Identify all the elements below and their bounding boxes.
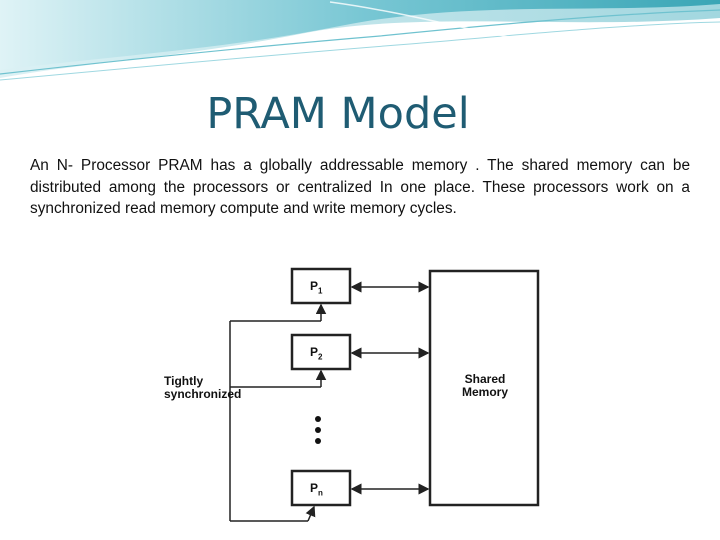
shared-memory-label: Shared Memory — [430, 373, 540, 399]
processor-label-p2: P2 — [310, 345, 323, 362]
processor-label-p1: P1 — [310, 279, 323, 296]
body-paragraph: An N- Processor PRAM has a globally addr… — [30, 157, 690, 217]
shared-memory-label-line2: Memory — [461, 385, 508, 399]
banner-line-1 — [0, 9, 720, 75]
processor-box-p2 — [290, 333, 352, 371]
banner-line-2 — [0, 21, 720, 81]
banner-line-3 — [329, 1, 720, 46]
slide-title: PRAM Model — [206, 89, 470, 139]
sync-label: Tightly synchronized — [164, 375, 241, 401]
decorative-banner — [0, 0, 720, 81]
processor-box-pn — [290, 469, 352, 507]
diagram-drawing — [229, 267, 540, 522]
shared-memory-label-line1: Shared — [464, 372, 506, 386]
sync-label-line2: synchronized — [164, 387, 242, 401]
sync-label-line1: Tightly — [164, 374, 204, 388]
processor-box-p1 — [290, 267, 352, 305]
banner-wave-front — [0, 0, 720, 70]
pram-diagram: P1 P2 Pn Shared Memory Tightly synchroni… — [118, 243, 620, 535]
sync-link-pn-stub — [305, 505, 316, 522]
ellipsis-dot — [315, 416, 321, 422]
ellipsis-dot — [315, 438, 321, 444]
ellipsis-dot — [315, 427, 321, 433]
processor-label-pn: Pn — [310, 481, 323, 498]
shared-memory-box — [428, 269, 540, 507]
